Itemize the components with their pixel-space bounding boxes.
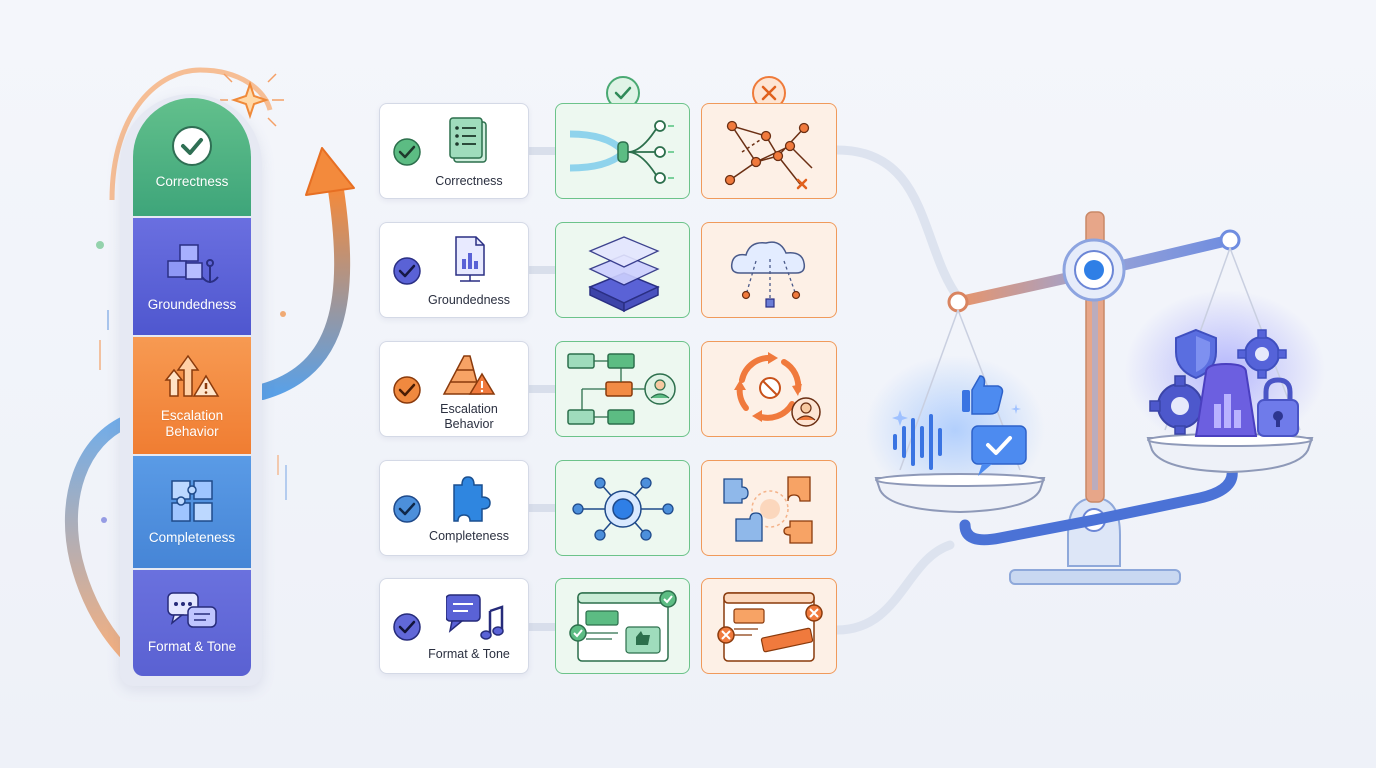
document-checklist-icon bbox=[449, 117, 487, 163]
criterion-label-escalation: Escalation Behavior bbox=[440, 402, 498, 431]
flow-line-top bbox=[832, 145, 965, 305]
pillar-label-format: Format & Tone bbox=[147, 639, 237, 654]
check-circle-icon bbox=[393, 613, 421, 641]
fail-example-correctness bbox=[701, 103, 837, 199]
gear-icon bbox=[1237, 329, 1287, 379]
pillar-segment-escalation: Escalation Behavior bbox=[133, 337, 251, 454]
check-circle-icon bbox=[172, 126, 212, 166]
pillar-segment-correctness: Correctness bbox=[133, 98, 251, 216]
criterion-label-completeness: Completeness bbox=[429, 529, 509, 543]
loop-blocked-icon bbox=[734, 352, 821, 427]
pass-example-correctness bbox=[555, 103, 690, 199]
pass-example-groundedness bbox=[555, 222, 690, 318]
criterion-card-groundedness: Groundedness bbox=[379, 222, 529, 318]
fail-example-completeness bbox=[701, 460, 837, 556]
flow-line-bottom bbox=[832, 540, 955, 635]
chat-check-icon bbox=[971, 425, 1027, 476]
puzzle-icon bbox=[171, 480, 213, 522]
pillar-label-escalation: Escalation Behavior bbox=[160, 407, 224, 439]
shield-icon bbox=[1175, 328, 1217, 380]
thumbs-up-icon bbox=[962, 375, 1004, 415]
pillar-segment-completeness: Completeness bbox=[133, 456, 251, 568]
halo-arc bbox=[109, 67, 273, 201]
criterion-card-escalation: Escalation Behavior bbox=[379, 341, 529, 437]
criterion-label-groundedness: Groundedness bbox=[427, 293, 510, 307]
pillar-label-groundedness: Groundedness bbox=[147, 296, 237, 312]
puzzle-piece-icon bbox=[453, 476, 491, 522]
pass-example-completeness bbox=[555, 460, 690, 556]
tangled-graph-icon bbox=[724, 120, 813, 190]
check-circle-icon bbox=[393, 376, 421, 404]
pass-example-escalation bbox=[555, 341, 690, 437]
pyramid-warning-icon bbox=[442, 355, 496, 395]
sound-wave-icon bbox=[893, 414, 942, 470]
pillar-label-correctness: Correctness bbox=[155, 174, 229, 189]
browser-good-layout-icon bbox=[569, 590, 677, 662]
cloud-network-icon bbox=[730, 241, 806, 308]
fail-example-escalation bbox=[701, 341, 837, 437]
hub-network-icon bbox=[572, 477, 674, 541]
chat-music-icon bbox=[446, 594, 504, 640]
lock-icon bbox=[1257, 377, 1299, 437]
criterion-label-correctness: Correctness bbox=[435, 174, 503, 188]
pillar-label-completeness: Completeness bbox=[148, 530, 236, 545]
criterion-label-format: Format & Tone bbox=[428, 647, 510, 661]
criterion-card-completeness: Completeness bbox=[379, 460, 529, 556]
pillar-segment-groundedness: Groundedness bbox=[133, 218, 251, 335]
criterion-card-correctness: Correctness bbox=[379, 103, 529, 199]
stacked-layers-icon bbox=[588, 236, 660, 313]
sparkle-icon bbox=[220, 73, 284, 127]
document-chart-icon bbox=[455, 236, 485, 282]
browser-broken-layout-icon bbox=[717, 592, 823, 662]
upward-arrow bbox=[254, 147, 355, 400]
fail-example-groundedness bbox=[701, 222, 837, 318]
check-circle-icon bbox=[393, 495, 421, 523]
balance-scale-icon bbox=[865, 211, 1325, 585]
merge-branches-icon bbox=[569, 120, 674, 184]
weight-chart-icon bbox=[1194, 362, 1258, 437]
chat-bubbles-icon bbox=[167, 592, 217, 628]
fail-example-format bbox=[701, 578, 837, 674]
criterion-card-format: Format & Tone bbox=[379, 578, 529, 674]
handoff-flow-icon bbox=[567, 353, 676, 425]
cubes-anchor-icon bbox=[167, 243, 219, 283]
check-circle-icon bbox=[393, 257, 421, 285]
pass-example-format bbox=[555, 578, 690, 674]
pillar-segment-format: Format & Tone bbox=[133, 570, 251, 676]
escalation-arrows-icon bbox=[164, 354, 220, 397]
loop-arrow bbox=[64, 413, 137, 659]
check-circle-icon bbox=[393, 138, 421, 166]
scattered-puzzle-icon bbox=[723, 476, 813, 544]
